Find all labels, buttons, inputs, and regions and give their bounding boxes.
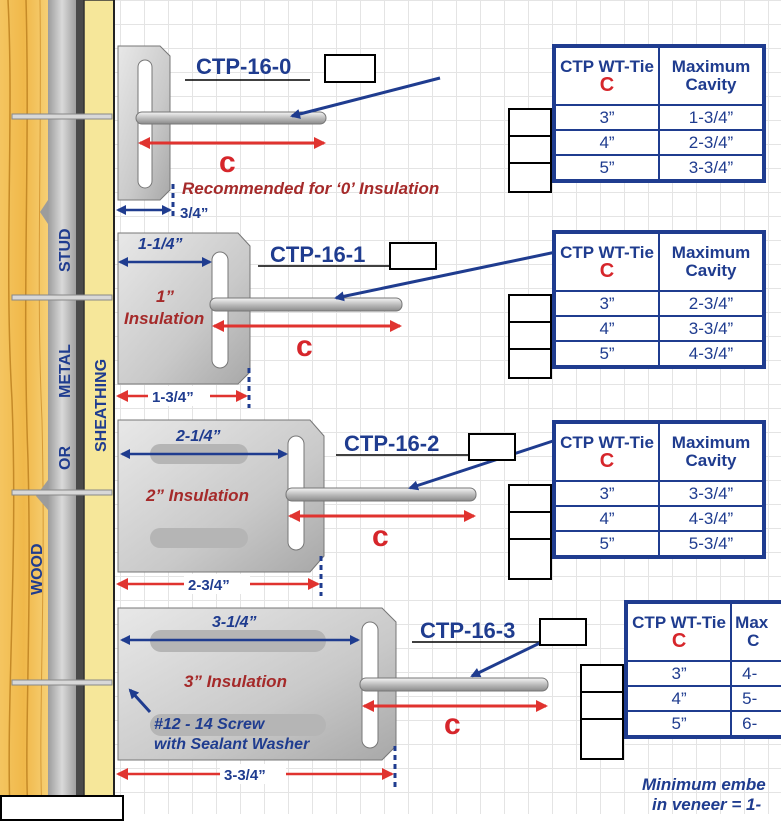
- cell: 5”: [554, 340, 660, 367]
- cell: 6-: [730, 710, 781, 737]
- stud-flange: [76, 0, 84, 814]
- cell: 3-3/4”: [658, 480, 764, 507]
- blank-box: [0, 795, 124, 821]
- dim-3-3-4: 3-3/4”: [224, 767, 266, 784]
- cell: 3”: [554, 104, 660, 131]
- wall-label-or: OR: [57, 446, 74, 470]
- tie-ctp-16-0: CTP-16-0 c Recommended for ‘0’ Insulatio…: [116, 45, 441, 222]
- insulation-1-word: Insulation: [124, 309, 204, 328]
- cell: 3-3/4”: [658, 315, 764, 342]
- row-box: [508, 511, 552, 540]
- c-label: c: [444, 708, 461, 741]
- sheathing-board: [83, 0, 115, 814]
- cell: 5-: [730, 685, 781, 712]
- wall-section: [0, 0, 115, 814]
- row-box: [508, 108, 552, 137]
- tie-ctp-16-3: 3-1/4” 3” Insulation #12 - 14 Screw with…: [116, 607, 549, 788]
- screw-label: #12 - 14 Screw: [154, 716, 266, 733]
- header-cavity: Maximum Cavity: [658, 422, 764, 482]
- top-dim-1-1-4: 1-1/4”: [138, 236, 182, 253]
- row-box: [580, 718, 624, 760]
- metal-stud: [48, 0, 76, 814]
- footnote-line-2: in veneer = 1-: [652, 795, 761, 814]
- row-box: [580, 691, 624, 720]
- zero-insulation-note: Recommended for ‘0’ Insulation: [182, 179, 439, 198]
- blank-box: [468, 433, 516, 461]
- c-label: c: [296, 330, 313, 363]
- row-box: [508, 294, 552, 323]
- insulation-3-label: 3” Insulation: [184, 672, 287, 691]
- row-box: [508, 162, 552, 193]
- row-box: [508, 135, 552, 164]
- blank-box: [539, 618, 587, 646]
- cell: 4”: [554, 315, 660, 342]
- model-name-ctp-16-3: CTP-16-3: [420, 618, 515, 643]
- c-label: c: [372, 520, 389, 553]
- cell: 5”: [554, 154, 660, 181]
- model-name-ctp-16-1: CTP-16-1: [270, 242, 365, 267]
- dim-3-4: 3/4”: [180, 205, 208, 222]
- footnote-line-1: Minimum embe: [642, 775, 766, 794]
- tie-ctp-16-2: 2-1/4” 2” Insulation CTP-16-2 c 2-3/4”: [116, 419, 557, 596]
- cell: 3”: [554, 480, 660, 507]
- insulation-2-label: 2” Insulation: [145, 486, 249, 505]
- wall-label-metal: METAL: [57, 344, 74, 398]
- blank-box: [389, 242, 437, 270]
- wall-label-sheathing: SHEATHING: [93, 359, 110, 452]
- row-box: [508, 484, 552, 513]
- dim-2-3-4: 2-3/4”: [188, 577, 230, 594]
- c-label: c: [219, 146, 236, 179]
- blank-box: [324, 54, 376, 83]
- header-cavity: Maximum Cavity: [658, 232, 764, 292]
- top-dim-2-1-4: 2-1/4”: [175, 428, 220, 445]
- wall-label-wood: WOOD: [29, 543, 46, 595]
- row-box: [508, 538, 552, 580]
- cell: 1-3/4”: [658, 104, 764, 131]
- model-name-ctp-16-0: CTP-16-0: [196, 54, 291, 79]
- cell: 5”: [625, 710, 733, 737]
- cell: 4”: [554, 505, 660, 532]
- cell: 3”: [625, 660, 733, 687]
- header-cavity: Maximum Cavity: [658, 46, 764, 106]
- tie-ctp-16-1: 1-1/4” 1” Insulation CTP-16-1 c 1-3/4”: [116, 232, 557, 408]
- cell: 3”: [554, 290, 660, 317]
- cell: 4”: [625, 685, 733, 712]
- row-box: [508, 348, 552, 379]
- row-box: [508, 321, 552, 350]
- row-box: [580, 664, 624, 693]
- wall-label-stud: STUD: [57, 228, 74, 272]
- cell: 3-3/4”: [658, 154, 764, 181]
- wood-stud: [0, 0, 48, 814]
- dim-1-3-4: 1-3/4”: [152, 389, 194, 406]
- cell: 4”: [554, 129, 660, 156]
- cell: 5-3/4”: [658, 530, 764, 557]
- cell: 4-3/4”: [658, 340, 764, 367]
- sealant-washer-label: with Sealant Washer: [154, 736, 310, 753]
- cell: 4-: [730, 660, 781, 687]
- model-name-ctp-16-2: CTP-16-2: [344, 431, 439, 456]
- cell: 2-3/4”: [658, 129, 764, 156]
- cell: 5”: [554, 530, 660, 557]
- cell: 2-3/4”: [658, 290, 764, 317]
- top-dim-3-1-4: 3-1/4”: [212, 614, 256, 631]
- cell: 4-3/4”: [658, 505, 764, 532]
- insulation-1-label: 1”: [156, 287, 174, 306]
